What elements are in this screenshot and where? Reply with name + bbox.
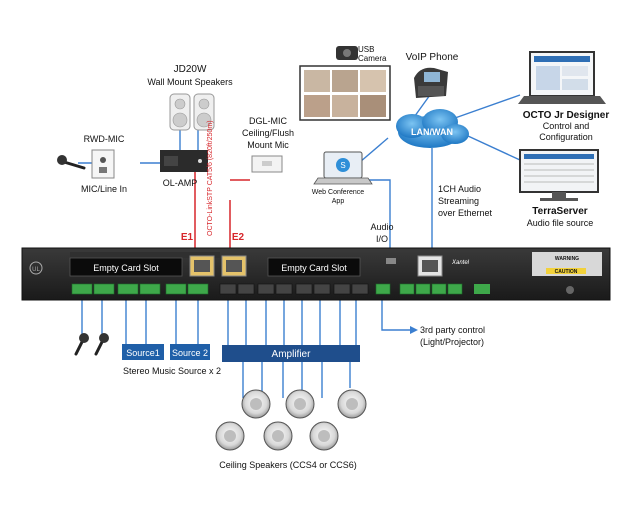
jd20w-sub-label: Wall Mount Speakers <box>147 77 233 87</box>
cat5-lines <box>194 172 250 250</box>
phone-icon <box>414 67 448 98</box>
microphone-icon <box>57 155 86 170</box>
e1-label: E1 <box>181 232 194 243</box>
source2-box <box>170 344 210 360</box>
empty-card-slot-right: Empty Card Slot <box>281 263 347 273</box>
octo-jr-label-3: Configuration <box>539 132 593 142</box>
streaming-label-2: Streaming <box>438 196 479 206</box>
monitor-icon <box>518 51 606 104</box>
audio-io-label-1: Audio <box>370 222 393 232</box>
svg-text:UL: UL <box>32 267 40 273</box>
video-conference-screen <box>299 65 391 121</box>
lanwan-label: LAN/WAN <box>411 127 453 137</box>
third-party-label-1: 3rd party control <box>420 325 485 335</box>
ceiling-speaker-icon <box>337 389 367 419</box>
empty-card-slot-left: Empty Card Slot <box>93 263 159 273</box>
ceiling-mic-plate <box>251 155 283 173</box>
brand-label: Xantel <box>451 260 470 266</box>
speaker-icon <box>193 93 215 131</box>
ol-amp-label: OL-AMP <box>163 178 198 188</box>
source2-label: Source 2 <box>172 348 208 358</box>
speaker-icon <box>169 93 191 131</box>
ceiling-speaker-icon <box>285 389 315 419</box>
source1-box <box>122 344 164 360</box>
usb-camera-label-2: Camera <box>358 54 387 63</box>
ceiling-speaker-icon <box>263 421 293 451</box>
terraserver-label-2: Audio file source <box>527 218 594 228</box>
ol-amp-device <box>160 150 208 172</box>
third-party-label-2: (Light/Projector) <box>420 337 484 347</box>
amplifier-label: Amplifier <box>272 349 312 360</box>
web-conference-label-1: Web Conference <box>312 189 365 196</box>
rwd-mic-label: RWD-MIC <box>84 134 125 144</box>
wall-plate <box>91 149 115 179</box>
microphone-icon <box>94 333 109 356</box>
web-conference-label-2: App <box>332 198 345 205</box>
jd20w-label: JD20W <box>174 64 207 75</box>
gpio-terminals <box>375 283 463 295</box>
audio-io-label-2: I/O <box>376 234 388 244</box>
ceiling-speakers-label: Ceiling Speakers (CCS4 or CCS6) <box>219 460 357 470</box>
output-terminals <box>219 283 369 295</box>
octo-jr-label-2: Control and <box>543 121 590 131</box>
ceiling-speaker-icon <box>215 421 245 451</box>
source1-label: Source1 <box>126 348 160 358</box>
e2-label: E2 <box>232 232 245 243</box>
cloud-icon <box>396 109 469 148</box>
caution-label: CAUTION <box>555 269 578 275</box>
streaming-label-3: over Ethernet <box>438 208 493 218</box>
ceiling-speaker-icon <box>309 421 339 451</box>
stereo-source-label: Stereo Music Source x 2 <box>123 366 221 376</box>
monitor-icon <box>519 149 599 201</box>
amplifier-box <box>222 345 360 362</box>
microphone-icon <box>74 333 89 356</box>
cat5-label: OCTO-LinkSTP CAT5/6 (820ft/250m) <box>207 120 214 236</box>
streaming-label-1: 1CH Audio <box>438 184 481 194</box>
usb-camera-label-1: USB <box>358 45 374 54</box>
terraserver-label-1: TerraServer <box>532 206 588 217</box>
dgl-mic-label-2: Ceiling/Flush <box>242 128 294 138</box>
svg-text:S: S <box>340 161 345 170</box>
voip-label: VoIP Phone <box>406 52 459 63</box>
camera-icon <box>336 46 358 60</box>
ceiling-speaker-icon <box>241 389 271 419</box>
octo-jr-label-1: OCTO Jr Designer <box>523 110 610 121</box>
input-terminals <box>71 283 209 295</box>
dgl-mic-label-3: Mount Mic <box>247 140 289 150</box>
dgl-mic-label-1: DGL-MIC <box>249 116 288 126</box>
mic-line-label: MIC/Line In <box>81 184 127 194</box>
laptop-icon: S <box>313 151 373 185</box>
warning-label: WARNING <box>555 256 579 262</box>
